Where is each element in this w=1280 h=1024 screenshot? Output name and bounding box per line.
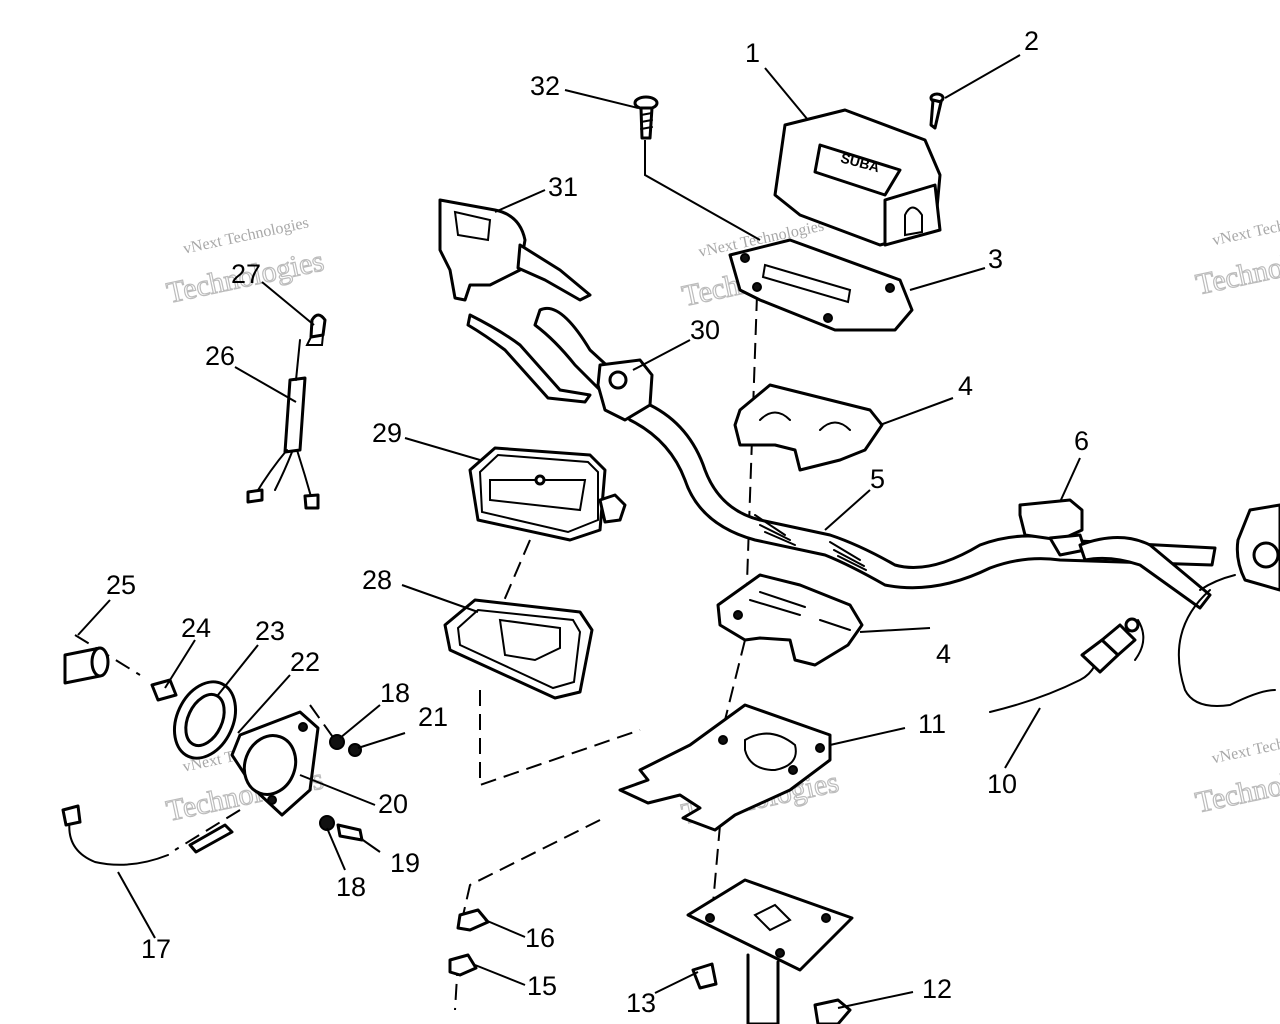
callout-3: 3 bbox=[988, 244, 1003, 274]
switch-part-6 bbox=[1018, 498, 1087, 557]
callout-22: 22 bbox=[290, 647, 320, 677]
watermark-large: Technologies bbox=[1193, 754, 1280, 819]
callout-18-upper: 18 bbox=[380, 678, 410, 708]
callout-2: 2 bbox=[1024, 26, 1039, 56]
callout-21: 21 bbox=[418, 702, 448, 732]
mount-plate-part-3 bbox=[728, 238, 914, 332]
callout-18-lower: 18 bbox=[336, 872, 366, 902]
callout-17: 17 bbox=[141, 934, 171, 964]
sleeve-part-25 bbox=[63, 646, 110, 685]
leader-lines bbox=[77, 54, 1081, 1009]
watermark-large: Technologies bbox=[1193, 236, 1280, 301]
hose-part-17 bbox=[61, 804, 169, 866]
callout-12: 12 bbox=[922, 974, 952, 1004]
callout-24: 24 bbox=[181, 613, 211, 643]
callout-16: 16 bbox=[525, 923, 555, 953]
bulb-part-27 bbox=[305, 313, 327, 346]
nut-part-18-lower bbox=[319, 815, 335, 831]
callout-6: 6 bbox=[1074, 426, 1089, 456]
callout-26: 26 bbox=[205, 341, 235, 371]
callout-20: 20 bbox=[378, 789, 408, 819]
callout-labels: 1 2 3 4 4 5 6 10 11 12 13 15 16 17 18 18… bbox=[106, 26, 1089, 1018]
speedometer-part-29 bbox=[468, 446, 627, 542]
assembly-lines bbox=[74, 140, 761, 1011]
callout-31: 31 bbox=[548, 172, 578, 202]
clip-part-16 bbox=[456, 908, 490, 932]
callout-27: 27 bbox=[231, 259, 261, 289]
grommet-part-23 bbox=[173, 680, 237, 760]
lower-clamp-part-4 bbox=[716, 573, 864, 667]
callout-1: 1 bbox=[745, 38, 760, 68]
callout-19: 19 bbox=[390, 848, 420, 878]
nut-part-24 bbox=[150, 678, 178, 702]
screw-part-2 bbox=[929, 92, 945, 130]
right-lever-assembly bbox=[1078, 503, 1280, 707]
callout-30: 30 bbox=[690, 315, 720, 345]
brake-assembly-part-30-31 bbox=[438, 198, 654, 422]
callout-32: 32 bbox=[530, 71, 560, 101]
callout-25: 25 bbox=[106, 570, 136, 600]
screw-part-32 bbox=[633, 95, 659, 140]
watermark-small: vNext Technologies bbox=[1210, 724, 1280, 767]
callout-11: 11 bbox=[918, 709, 946, 739]
callout-29: 29 bbox=[372, 418, 402, 448]
pin-part bbox=[188, 823, 234, 854]
gasket-part-28 bbox=[443, 598, 594, 700]
meter-housing-part-1: SUBA bbox=[773, 108, 942, 247]
callout-5: 5 bbox=[870, 464, 885, 494]
base-plate-assembly-part-12-13 bbox=[686, 878, 854, 1024]
callout-10: 10 bbox=[987, 769, 1017, 799]
wire-harness-part-26 bbox=[246, 339, 320, 510]
washer-part-21 bbox=[348, 743, 362, 757]
housing-part-20-22 bbox=[230, 710, 320, 817]
callout-23: 23 bbox=[255, 616, 285, 646]
callout-13: 13 bbox=[626, 988, 656, 1018]
watermark-small: vNext Technologies bbox=[1211, 206, 1280, 249]
upper-clamp-part-4 bbox=[733, 383, 884, 472]
clip-part-15 bbox=[448, 953, 478, 977]
cable-part-10 bbox=[989, 617, 1145, 713]
callout-28: 28 bbox=[362, 565, 392, 595]
bracket-part-11 bbox=[618, 703, 832, 832]
bolt-part-19 bbox=[336, 823, 364, 842]
callout-4-upper: 4 bbox=[958, 371, 973, 401]
callout-15: 15 bbox=[527, 971, 557, 1001]
callout-4-lower: 4 bbox=[936, 639, 951, 669]
